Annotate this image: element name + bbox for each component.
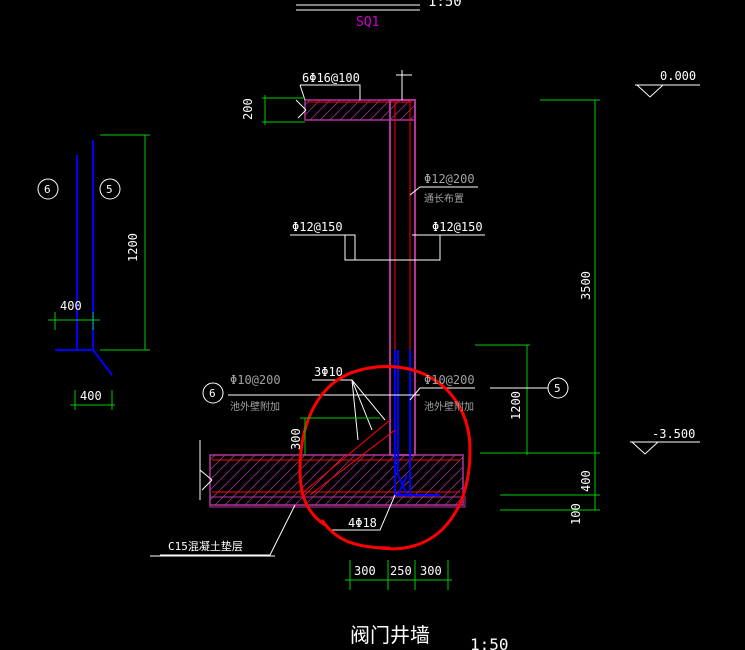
dim-300-vert: 300 bbox=[289, 428, 303, 450]
drawing-tag: SQ1 bbox=[356, 15, 379, 30]
dim-bottom-250: 250 bbox=[390, 564, 412, 578]
label-bottom-bars: 4Φ18 bbox=[348, 516, 377, 530]
label-add-left-bars: 3Φ10 bbox=[314, 365, 343, 379]
haunch-bars bbox=[299, 419, 396, 496]
markup-circle bbox=[298, 365, 472, 551]
label-slab-rebar: 6Φ16@100 bbox=[302, 71, 360, 85]
top-slab bbox=[295, 99, 416, 121]
leader-lines bbox=[150, 84, 485, 557]
elevation-markers bbox=[630, 84, 700, 455]
label-wall-vert-note: 通长布置 bbox=[424, 193, 464, 205]
dimension-lines bbox=[48, 95, 600, 590]
elevation-bottom: -3.500 bbox=[652, 427, 695, 441]
label-horiz-left: Φ12@150 bbox=[292, 220, 343, 234]
dim-400-vert: 400 bbox=[579, 470, 593, 492]
dim-1200: 1200 bbox=[509, 391, 523, 420]
header-scale: 1:50 bbox=[428, 0, 462, 10]
label-add-right: Φ10@200 bbox=[424, 373, 475, 387]
header-block: 1:50 SQ1 bbox=[296, 0, 462, 30]
dim-side-1200: 1200 bbox=[126, 233, 140, 262]
axis-right-b: 5 bbox=[554, 382, 561, 395]
rebar-lines bbox=[55, 140, 440, 496]
dim-bottom-300b: 300 bbox=[420, 564, 442, 578]
base-slab bbox=[199, 440, 466, 508]
wall bbox=[389, 70, 416, 456]
label-wall-vert: Φ12@200 bbox=[424, 172, 475, 186]
dim-side-400a: 400 bbox=[60, 299, 82, 313]
axis-right-a: 5 bbox=[106, 183, 113, 196]
dim-slab-200: 200 bbox=[241, 98, 255, 120]
dim-side-400b: 400 bbox=[80, 389, 102, 403]
elevation-top: 0.000 bbox=[660, 69, 696, 83]
label-cushion: C15混凝土垫层 bbox=[168, 539, 243, 553]
dim-bottom-300a: 300 bbox=[354, 564, 376, 578]
axis-left-a: 6 bbox=[44, 183, 51, 196]
drawing-title: 阀门井墙 bbox=[350, 623, 430, 647]
label-horiz-right: Φ12@150 bbox=[432, 220, 483, 234]
axis-bubbles bbox=[37, 178, 569, 404]
dim-3500: 3500 bbox=[579, 271, 593, 300]
axis-left-b: 6 bbox=[209, 387, 216, 400]
label-add-left: Φ10@200 bbox=[230, 373, 281, 387]
label-add-left-note: 池外壁附加 bbox=[230, 400, 280, 413]
label-add-right-note: 池外壁附加 bbox=[424, 400, 474, 413]
dim-100-vert: 100 bbox=[569, 503, 583, 525]
drawing-scale: 1:50 bbox=[470, 635, 509, 650]
